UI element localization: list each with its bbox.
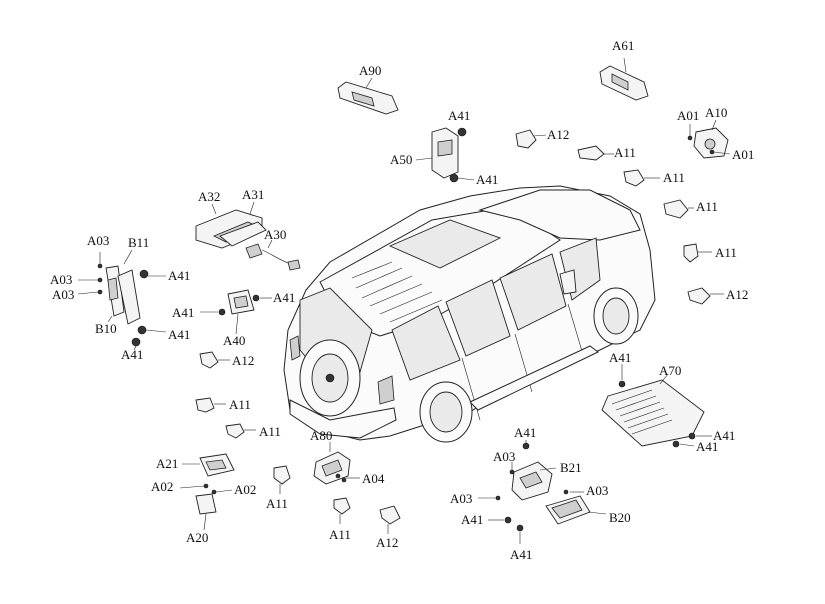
callout-a01: A01 xyxy=(732,147,755,162)
callout-a40: A40 xyxy=(223,333,246,348)
callout-a11: A11 xyxy=(229,397,251,412)
sensor-a11-r3 xyxy=(663,199,694,219)
part-a50 xyxy=(415,127,475,183)
callout-a11: A11 xyxy=(259,424,281,439)
callout-a12: A12 xyxy=(376,535,399,550)
callout-a30: A30 xyxy=(264,227,287,242)
part-a90 xyxy=(337,77,399,115)
callout-b20: B20 xyxy=(609,510,631,525)
callout-a41: A41 xyxy=(273,290,296,305)
part-b20-b21 xyxy=(478,440,607,544)
callout-a11: A11 xyxy=(663,170,685,185)
sensor-a11-b2 xyxy=(333,497,351,524)
callout-a11: A11 xyxy=(266,496,288,511)
callout-a80: A80 xyxy=(310,428,333,443)
callout-a11: A11 xyxy=(329,527,351,542)
part-a80 xyxy=(313,442,360,485)
callout-a41: A41 xyxy=(448,108,471,123)
callout-a32: A32 xyxy=(198,189,221,204)
callout-a03: A03 xyxy=(50,272,73,287)
callout-a41: A41 xyxy=(609,350,632,365)
callout-a41: A41 xyxy=(514,425,537,440)
callout-a03: A03 xyxy=(450,491,473,506)
callout-a03: A03 xyxy=(52,287,75,302)
callout-a10: A10 xyxy=(705,105,728,120)
callout-a31: A31 xyxy=(242,187,265,202)
callout-a12: A12 xyxy=(726,287,749,302)
part-a32-a31-a30 xyxy=(195,201,301,271)
callout-a01: A01 xyxy=(677,108,700,123)
callout-a20: A20 xyxy=(186,530,209,545)
callout-a11: A11 xyxy=(696,199,718,214)
callout-a41: A41 xyxy=(476,172,499,187)
vehicle-drawing xyxy=(283,185,656,443)
callout-a41: A41 xyxy=(713,428,736,443)
callout-a03: A03 xyxy=(586,483,609,498)
callout-b10: B10 xyxy=(95,321,117,336)
sensor-a11-l1 xyxy=(195,397,226,413)
callout-a11: A11 xyxy=(614,145,636,160)
sensor-a12-left xyxy=(199,351,230,369)
part-a61 xyxy=(599,57,649,101)
sensor-a12-top xyxy=(515,129,547,149)
callout-a04: A04 xyxy=(362,471,385,486)
callout-a41: A41 xyxy=(461,512,484,527)
callout-a41: A41 xyxy=(121,347,144,362)
callout-a70: A70 xyxy=(659,363,682,378)
callout-a02: A02 xyxy=(234,482,257,497)
callout-a41: A41 xyxy=(168,327,191,342)
sensor-a11-l2 xyxy=(225,423,256,439)
callout-a41: A41 xyxy=(168,268,191,283)
callout-a41: A41 xyxy=(510,547,533,562)
callout-a12: A12 xyxy=(232,353,255,368)
sensor-a11-b1 xyxy=(273,465,291,494)
part-b10-b11 xyxy=(77,249,167,351)
callout-b21: B21 xyxy=(560,460,582,475)
callout-a41: A41 xyxy=(696,439,719,454)
callout-a03: A03 xyxy=(87,233,110,248)
callout-b11: B11 xyxy=(128,235,150,250)
callout-a12: A12 xyxy=(547,127,570,142)
sensor-a11-r2 xyxy=(623,169,660,187)
part-a10 xyxy=(687,119,731,159)
callout-a50: A50 xyxy=(390,152,413,167)
part-a40 xyxy=(200,289,272,335)
part-a20-a21 xyxy=(179,453,235,531)
callout-a21: A21 xyxy=(156,456,179,471)
sensor-a11-r4 xyxy=(683,243,712,263)
part-a70 xyxy=(601,364,712,448)
callout-a02: A02 xyxy=(151,479,174,494)
sensor-a11-r1 xyxy=(577,145,614,161)
callout-a11: A11 xyxy=(715,245,737,260)
sensor-a12-bot xyxy=(379,505,401,534)
sensor-a12-right xyxy=(687,287,724,305)
callout-a61: A61 xyxy=(612,38,635,53)
callout-a41: A41 xyxy=(172,305,195,320)
callout-a03: A03 xyxy=(493,449,516,464)
callout-a90: A90 xyxy=(359,63,382,78)
